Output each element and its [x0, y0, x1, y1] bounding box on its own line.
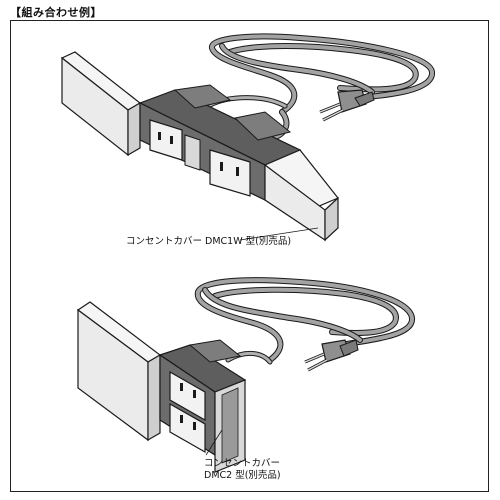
bottom-callout-leader: [205, 429, 223, 456]
bottom-power-cable: [194, 277, 415, 365]
bottom-socket-2: [169, 402, 206, 454]
bottom-illustration: [76, 277, 415, 473]
bottom-cover-lid: [76, 301, 162, 442]
top-callout-leader: [239, 227, 319, 241]
top-socket-2: [209, 149, 251, 197]
top-left-cover-panel: [60, 51, 142, 157]
figure-heading: 【組み合わせ例】: [10, 6, 102, 19]
bottom-socket-1: [169, 370, 206, 422]
top-plug: [319, 89, 375, 122]
bottom-callout-label-line1: コンセントカバー: [204, 458, 281, 469]
bottom-plug: [304, 339, 359, 372]
top-right-cover-panel: [264, 149, 339, 242]
figure-frame: [10, 20, 489, 492]
top-socket-1: [149, 119, 183, 161]
top-callout-label: コンセントカバー DMC1W 型(別売品): [126, 236, 292, 247]
bottom-cover-frame: [214, 379, 246, 473]
top-outlet-unit: [138, 84, 302, 201]
top-illustration: [60, 33, 435, 242]
bottom-callout-label-line2: DMC2 型(別売品): [204, 470, 281, 481]
